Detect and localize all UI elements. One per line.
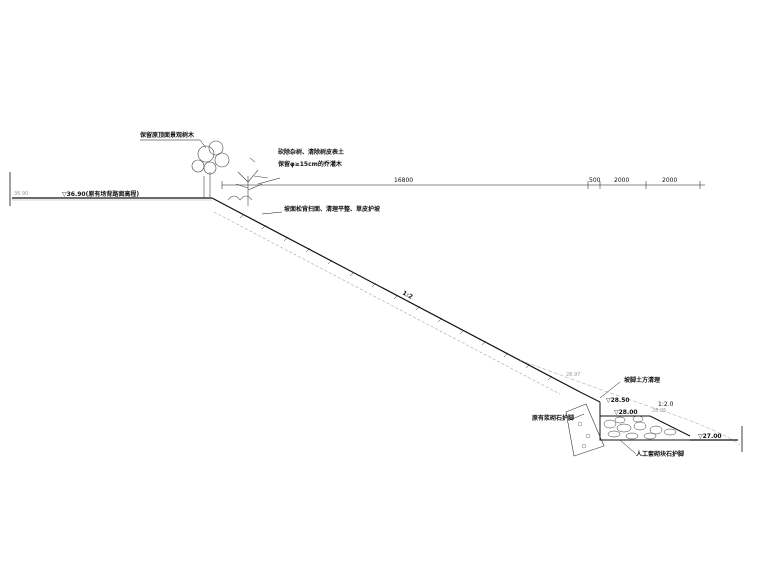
label-elev-27-00: ▽27.00	[698, 433, 722, 440]
landscape-tree-icon	[191, 140, 230, 198]
label-preserve-trees: 保留原顶面景观树木	[139, 131, 195, 139]
label-existing-footing: 原有浆砌石护脚	[532, 414, 574, 422]
dim-16800: 16800	[394, 177, 413, 184]
label-slope-ratio: 1:2	[401, 290, 414, 301]
leader-lines	[140, 139, 637, 455]
faint-left-elev: 36.90	[14, 191, 28, 197]
dimension-line	[221, 181, 705, 189]
label-riprap: 人工套砌块石护脚	[636, 450, 684, 458]
dim-500: 500	[589, 177, 601, 184]
label-slope-treatment: 坡面松背扫面、清理平整、草皮护坡	[284, 205, 380, 213]
label-clear-vegetation-1: 砍除杂树、清除树皮表土	[278, 148, 344, 156]
label-backfill: 坡脚土方清理	[624, 376, 660, 384]
existing-ground-line	[519, 359, 741, 446]
faint-slope-a: 28.97	[566, 372, 580, 378]
riprap-stones	[603, 415, 677, 440]
faint-slope-b: 28.05	[652, 408, 666, 414]
toe-structure	[565, 391, 743, 457]
label-toe-slope-ratio: 1:2.0	[658, 401, 674, 408]
footing-pattern	[577, 421, 591, 449]
label-clear-vegetation-2: 保留φ≥15cm的乔灌木	[277, 160, 343, 168]
label-top-elevation: ▽36.90(原有场背路面高程)	[62, 190, 139, 198]
main-slope	[211, 197, 581, 395]
label-elev-28-50: ▽28.50	[606, 397, 630, 404]
dim-2000-b: 2000	[662, 177, 677, 184]
turf-hatch	[239, 213, 553, 381]
shrub-icon	[227, 169, 269, 206]
top-platform	[9, 172, 212, 206]
dim-2000-a: 2000	[614, 177, 629, 184]
label-elev-28-00: ▽28.00	[614, 409, 638, 416]
